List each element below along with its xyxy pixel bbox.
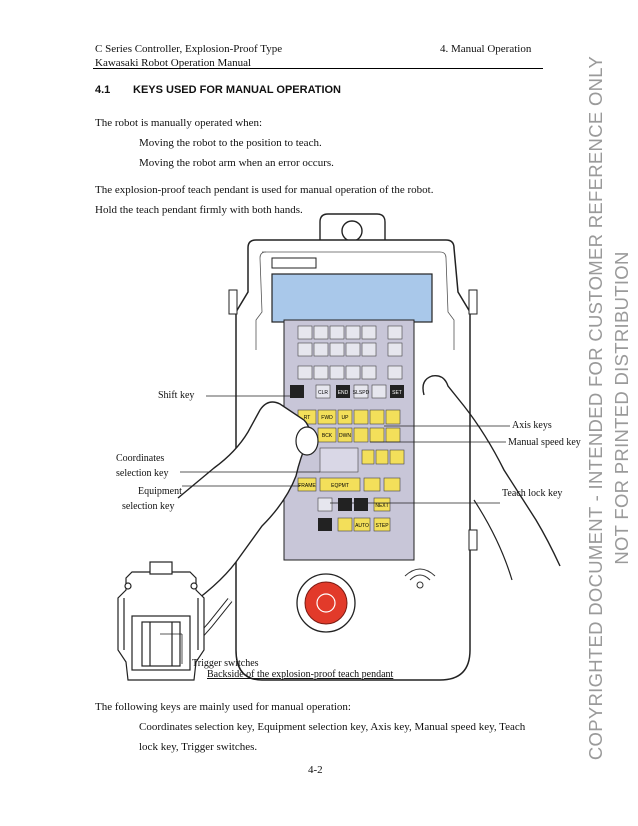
- right-wrist: [473, 499, 513, 581]
- label-shift-key: Shift key: [158, 390, 195, 401]
- function-key[interactable]: [363, 477, 381, 492]
- frame-key-label: FRAME: [298, 483, 316, 489]
- watermark-line2: NOT FOR PRINTED DISTRIBUTION: [611, 251, 632, 565]
- right-hand: [422, 375, 561, 567]
- set-key-label: SET: [392, 390, 402, 396]
- intro-item: Moving the robot arm when an error occur…: [139, 157, 334, 169]
- axis-key-bck-label: BCK: [322, 433, 333, 439]
- header-title: C Series Controller, Explosion-Proof Typ…: [95, 43, 283, 55]
- axis-key[interactable]: [385, 427, 401, 443]
- label-equipment-2: selection key: [122, 501, 175, 512]
- auto-key-label: AUTO: [355, 523, 369, 529]
- label-trigger-switches: Trigger switches: [192, 658, 259, 669]
- axis-key-up[interactable]: [337, 409, 353, 425]
- outro-lead: The following keys are mainly used for m…: [95, 701, 351, 713]
- function-keys: [297, 325, 403, 380]
- copyright-watermark: COPYRIGHTED DOCUMENT - INTENDED FOR CUST…: [583, 8, 635, 808]
- header-rule: [93, 68, 543, 69]
- page-number: 4-2: [308, 764, 323, 776]
- side-grip-right-lower: [468, 529, 478, 551]
- step-key[interactable]: [373, 517, 391, 532]
- function-key[interactable]: [383, 477, 401, 492]
- shift-key[interactable]: [290, 385, 304, 398]
- axis-key[interactable]: [385, 409, 401, 425]
- label-teach-lock-key: Teach lock key: [502, 488, 563, 499]
- backside-pendant: [117, 561, 205, 681]
- slspd-key-label: SLSPD: [353, 390, 370, 396]
- pendant-bezel: [262, 251, 455, 350]
- axis-key-rt-label: RT: [304, 415, 311, 421]
- next-key[interactable]: [373, 497, 391, 512]
- axis-key[interactable]: [389, 449, 405, 465]
- pendant-bezel-left: [255, 251, 267, 350]
- emergency-stop-button[interactable]: [304, 581, 348, 625]
- para2-line2: Hold the teach pendant firmly with both …: [95, 204, 303, 216]
- hanger: [319, 213, 386, 240]
- function-key[interactable]: [354, 498, 368, 511]
- next-key-label: NEXT: [375, 503, 388, 509]
- axis-key-up-label: UP: [342, 415, 350, 421]
- header-right: 4. Manual Operation: [440, 43, 532, 55]
- intro-item: Moving the robot to the position to teac…: [139, 137, 322, 149]
- axis-key-dwn[interactable]: [337, 427, 353, 443]
- para2-line1: The explosion-proof teach pendant is use…: [95, 184, 434, 196]
- outro-line2: lock key, Trigger switches.: [139, 741, 258, 753]
- arrow-key[interactable]: [371, 384, 387, 399]
- side-grip-right: [468, 289, 478, 315]
- step-key-label: STEP: [375, 523, 389, 529]
- clr-key-label: CLR: [318, 390, 328, 396]
- axis-key[interactable]: [375, 449, 389, 465]
- axis-key-bck[interactable]: [317, 427, 337, 443]
- speaker-icon: [404, 568, 436, 589]
- axis-key[interactable]: [353, 409, 369, 425]
- estop-center-icon: [316, 593, 336, 613]
- axis-key[interactable]: [353, 427, 369, 443]
- axis-key-fwd-label: FWD: [321, 415, 333, 421]
- side-grip-left: [228, 289, 238, 315]
- function-key[interactable]: [338, 498, 352, 511]
- axis-key[interactable]: [369, 409, 385, 425]
- axis-key-fwd[interactable]: [317, 409, 337, 425]
- function-key[interactable]: [318, 518, 332, 531]
- para2: The explosion-proof teach pendant is use…: [95, 180, 565, 220]
- lcd-screen: [271, 273, 433, 323]
- figure-caption: Backside of the explosion-proof teach pe…: [207, 669, 394, 680]
- callout-lines: [160, 395, 510, 664]
- end-key[interactable]: [336, 385, 350, 398]
- axis-key-dwn-label: DWN: [339, 433, 351, 439]
- coordinates-selection-key[interactable]: [297, 477, 317, 492]
- intro-block: The robot is manually operated when: Mov…: [95, 113, 555, 173]
- section-title: KEYS USED FOR MANUAL OPERATION: [133, 84, 341, 96]
- eqpmt-key-label: EQPMT: [331, 483, 349, 489]
- coordinate-display: [319, 447, 359, 473]
- section-number: 4.1: [95, 84, 111, 96]
- outro-block: The following keys are mainly used for m…: [95, 697, 565, 757]
- function-key[interactable]: [337, 517, 353, 532]
- label-coordinates: Coordinates: [116, 453, 165, 464]
- intro-lead: The robot is manually operated when:: [95, 117, 263, 129]
- header-subtitle: Kawasaki Robot Operation Manual: [95, 57, 252, 69]
- slspd-key[interactable]: [353, 384, 369, 399]
- clr-key[interactable]: [315, 384, 331, 399]
- header-left: C Series Controller, Explosion-Proof Typ…: [95, 42, 282, 70]
- equipment-selection-key[interactable]: [319, 477, 361, 492]
- axis-key[interactable]: [369, 427, 385, 443]
- manual-speed-key[interactable]: [361, 449, 375, 465]
- teach-lock-key[interactable]: [317, 497, 333, 512]
- hanger-hole: [341, 220, 363, 242]
- end-key-label: END: [338, 390, 349, 396]
- label-coordinates-2: selection key: [116, 468, 169, 479]
- left-thumb: [295, 426, 319, 456]
- status-window: [271, 257, 317, 269]
- label-axis-keys: Axis keys: [512, 420, 552, 431]
- auto-key[interactable]: [353, 517, 371, 532]
- watermark-line1: COPYRIGHTED DOCUMENT - INTENDED FOR CUST…: [585, 55, 606, 761]
- cable-inner: [200, 598, 232, 636]
- set-key[interactable]: [390, 385, 404, 398]
- label-equipment: Equipment: [138, 486, 182, 497]
- label-manual-speed-key: Manual speed key: [508, 437, 581, 448]
- outro-line1: Coordinates selection key, Equipment sel…: [139, 721, 526, 733]
